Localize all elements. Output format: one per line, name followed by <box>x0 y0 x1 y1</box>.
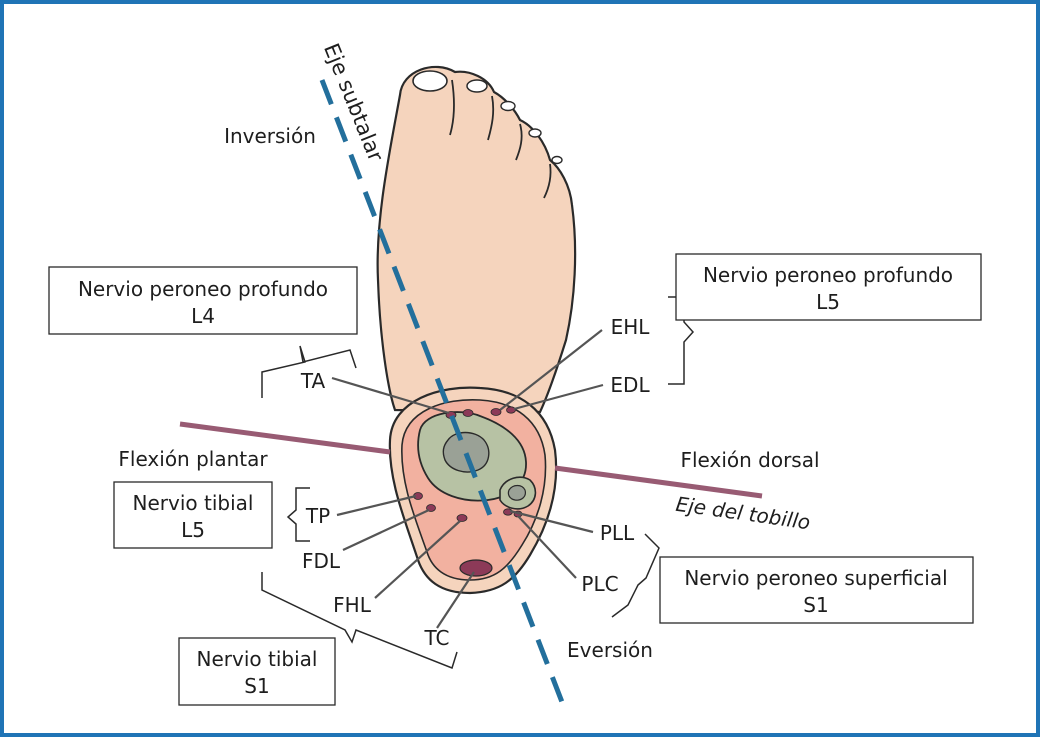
label-tc: TC <box>423 626 449 650</box>
bracket-tibial-s1 <box>261 572 458 669</box>
foot-silhouette <box>376 65 577 414</box>
leader-edl <box>513 383 604 411</box>
label-ehl: EHL <box>611 315 651 339</box>
box-deep-peroneal-l4 <box>48 266 358 335</box>
label-plc: PLC <box>581 572 618 596</box>
toenail-2 <box>466 79 488 93</box>
box-tibial-s1 <box>178 637 336 706</box>
leader-fhl <box>374 520 461 599</box>
leader-plc <box>517 515 577 579</box>
box-tibial-l5-line2: L5 <box>181 518 205 542</box>
subtalar-axis-line <box>319 79 565 703</box>
box-tibial-s1-line1: Nervio tibial <box>197 647 318 671</box>
label-eversion: Eversión <box>567 638 653 662</box>
ankle-axis-line-right <box>554 465 763 499</box>
leader-tc <box>436 571 475 629</box>
bracket-pll-plc <box>611 533 660 618</box>
leader-ehl <box>499 329 603 411</box>
tendon-tc <box>459 559 493 577</box>
box-deep-peroneal-l4-line1: Nervio peroneo profundo <box>78 277 328 301</box>
box-tibial-l5-line1: Nervio tibial <box>133 491 254 515</box>
box-deep-peroneal-l5 <box>675 253 982 321</box>
label-ta: TA <box>300 369 326 393</box>
box-deep-peroneal-l5-line2: L5 <box>816 290 840 314</box>
label-tp: TP <box>305 504 330 528</box>
leader-fdl <box>342 509 430 551</box>
toenail-4 <box>528 128 542 138</box>
box-deep-peroneal-l4-line2: L4 <box>191 304 215 328</box>
box-tibial-l5 <box>113 481 273 549</box>
label-fdl: FDL <box>302 549 341 573</box>
bracket-tp <box>286 487 310 542</box>
tendon-ta-2 <box>462 409 474 417</box>
toe-crease-4 <box>543 163 552 199</box>
leader-ta <box>331 376 450 415</box>
toe-crease-1 <box>449 79 455 136</box>
leader-tp <box>336 494 417 517</box>
box-tibial-s1-line2: S1 <box>244 674 269 698</box>
bracket-ta <box>261 345 357 398</box>
box-deep-peroneal-l5-line1: Nervio peroneo profundo <box>703 263 953 287</box>
label-fhl: FHL <box>333 593 372 617</box>
tibia-medulla <box>442 431 490 473</box>
label-inversion: Inversión <box>224 124 316 148</box>
toenail-1 <box>412 70 448 92</box>
ankle-axis-line <box>179 421 391 455</box>
box-superficial-peroneal-s1-line2: S1 <box>803 593 828 617</box>
tendon-ehl <box>490 408 502 416</box>
label-edl: EDL <box>610 373 650 397</box>
tendon-fhl <box>456 514 468 522</box>
tendon-edl <box>506 406 516 414</box>
label-pll: PLL <box>600 521 635 545</box>
leader-pll <box>509 509 594 534</box>
label-plantar-flexion: Flexión plantar <box>118 447 268 471</box>
fibula-medulla <box>507 484 526 501</box>
toenail-3 <box>500 100 516 112</box>
label-dorsal-flexion: Flexión dorsal <box>680 448 819 472</box>
toe-crease-3 <box>515 123 523 161</box>
box-superficial-peroneal-s1-line1: Nervio peroneo superficial <box>684 566 947 590</box>
box-superficial-peroneal-s1 <box>659 556 974 624</box>
toe-crease-2 <box>487 95 495 141</box>
toenail-5 <box>551 155 563 165</box>
